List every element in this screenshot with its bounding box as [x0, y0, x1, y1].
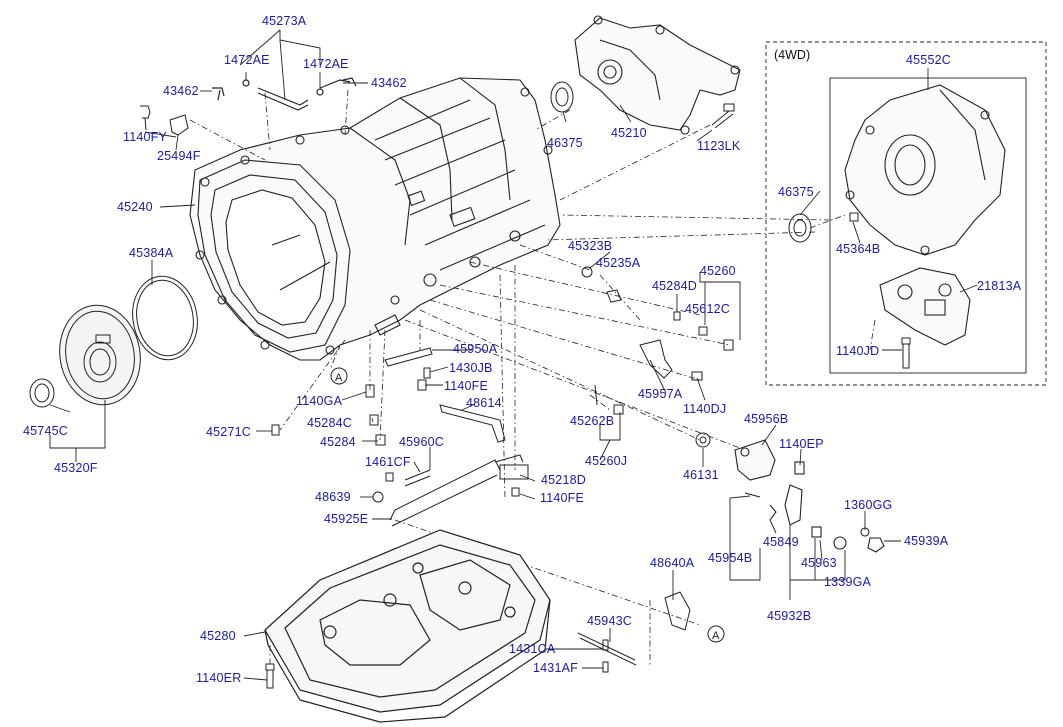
part-label-45925e: 45925E	[324, 512, 369, 526]
part-label-48640a: 48640A	[650, 556, 695, 570]
part-label-46131: 46131	[683, 468, 719, 482]
part-label-48614: 48614	[466, 396, 502, 410]
awd-frame-title: (4WD)	[774, 48, 811, 62]
part-label-1140fe-top: 1140FE	[444, 379, 489, 393]
callout-a-left	[330, 367, 348, 385]
mount-bolt	[901, 337, 911, 369]
part-label-45323b: 45323B	[568, 239, 613, 253]
awd-plug	[849, 212, 859, 222]
part-label-21813a: 21813A	[977, 279, 1022, 293]
part-label-1431af: 1431AF	[533, 661, 578, 675]
part-label-1140dj: 1140DJ	[683, 402, 727, 416]
part-label-45273a: 45273A	[262, 14, 307, 28]
oil-pan-bolt	[265, 663, 275, 689]
part-label-1472ae-left: 1472AE	[224, 53, 270, 67]
part-label-43462-left: 43462	[163, 84, 199, 98]
part-label-45235a: 45235A	[596, 256, 641, 270]
part-label-45364b: 45364B	[836, 242, 881, 256]
part-label-45260j: 45260J	[585, 454, 628, 468]
oil-pump-assembly	[59, 304, 141, 406]
part-label-1360gg: 1360GG	[844, 498, 893, 512]
callout-a-left-text: A	[335, 372, 343, 384]
part-label-45957a: 45957A	[638, 387, 683, 401]
part-label-45939a: 45939A	[904, 534, 949, 548]
transmission-mount	[879, 267, 971, 346]
transfer-adapter-housing	[844, 84, 1006, 256]
part-label-45932b: 45932B	[767, 609, 812, 623]
part-label-45240: 45240	[117, 200, 153, 214]
part-label-45280: 45280	[200, 629, 236, 643]
part-label-45262b: 45262B	[570, 414, 615, 428]
part-label-1140jd: 1140JD	[836, 344, 880, 358]
awd-oil-seal	[788, 213, 812, 243]
part-label-25494f: 25494F	[157, 149, 201, 163]
rear-extension-housing	[574, 15, 741, 135]
part-label-45284: 45284	[320, 435, 356, 449]
part-label-45943c: 45943C	[587, 614, 632, 628]
detent-and-rod	[577, 591, 691, 673]
part-label-1140ep: 1140EP	[779, 437, 824, 451]
part-label-1461cf: 1461CF	[365, 455, 411, 469]
part-label-45384a: 45384A	[129, 246, 174, 260]
oil-pan	[264, 529, 551, 723]
extension-oil-seal	[550, 81, 574, 113]
part-label-45745c: 45745C	[23, 424, 68, 438]
part-label-48639: 48639	[315, 490, 351, 504]
extension-bolt	[711, 103, 735, 129]
part-label-45210: 45210	[611, 126, 647, 140]
part-label-1472ae-right: 1472AE	[303, 57, 349, 71]
label-leader-lines	[49, 29, 978, 681]
part-label-45950a: 45950A	[453, 342, 498, 356]
part-label-45260: 45260	[700, 264, 736, 278]
part-label-1140fe-bottom: 1140FE	[540, 491, 585, 505]
part-label-45284c: 45284C	[307, 416, 352, 430]
callout-a-right-text: A	[712, 630, 720, 642]
part-label-45320f: 45320F	[54, 461, 98, 475]
part-label-1140fy: 1140FY	[123, 130, 168, 144]
part-label-45963: 45963	[801, 556, 837, 570]
transmission-case	[189, 77, 561, 361]
part-label-1430jb: 1430JB	[449, 361, 493, 375]
shift-link-parts	[271, 347, 529, 527]
part-label-45284d: 45284D	[652, 279, 697, 293]
pump-oil-seal	[29, 378, 55, 408]
part-label-46375-awd: 46375	[778, 185, 814, 199]
part-label-1339ga: 1339GA	[824, 575, 872, 589]
breather-hose	[212, 77, 357, 111]
part-label-1140ga: 1140GA	[296, 394, 343, 408]
part-label-43462-right: 43462	[371, 76, 407, 90]
callout-a-right	[707, 625, 725, 643]
torque-converter-seal	[132, 275, 198, 361]
part-label-45218d: 45218D	[541, 473, 586, 487]
part-label-45956b: 45956B	[744, 412, 789, 426]
part-label-1123lk: 1123LK	[697, 139, 741, 153]
part-label-45552c: 45552C	[906, 53, 951, 67]
manual-shift-lever	[734, 439, 885, 553]
part-label-45612c: 45612C	[685, 302, 730, 316]
part-label-1431ca: 1431CA	[509, 642, 556, 656]
part-label-45271c: 45271C	[206, 425, 251, 439]
part-label-1140er: 1140ER	[196, 671, 242, 685]
part-label-45954b: 45954B	[708, 551, 753, 565]
part-label-46375-main: 46375	[547, 136, 583, 150]
small-parts-right	[581, 266, 734, 448]
bracket-upper-left	[140, 105, 189, 136]
awd-dashed-frame	[765, 41, 1047, 386]
part-label-45960c: 45960C	[399, 435, 444, 449]
part-label-45849: 45849	[763, 535, 799, 549]
